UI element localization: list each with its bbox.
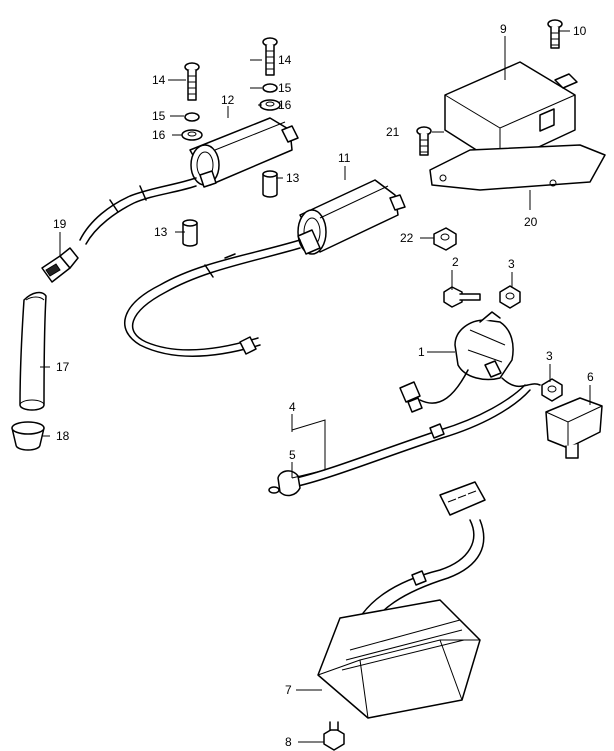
nut-3-lower [541, 378, 563, 402]
cap-6 [545, 397, 603, 459]
ignition-coil-11 [297, 179, 406, 255]
label-9: 9 [500, 22, 507, 36]
spacer-13-upper [262, 170, 278, 198]
label-3-lower: 3 [546, 349, 553, 363]
screw-10 [547, 19, 563, 49]
label-4: 4 [289, 400, 296, 414]
label-2: 2 [452, 255, 459, 269]
label-17: 17 [56, 360, 70, 374]
bolt-2 [443, 286, 481, 308]
label-13-lower: 13 [154, 225, 168, 239]
washer-15-left [184, 112, 200, 122]
label-6: 6 [587, 370, 594, 384]
label-15-right: 15 [278, 81, 292, 95]
coil-cable-upper [79, 177, 197, 241]
label-16-left: 16 [152, 128, 166, 142]
regulator-cable [349, 519, 475, 641]
label-3-upper: 3 [508, 257, 515, 271]
label-20: 20 [524, 215, 538, 229]
bracket-20 [429, 144, 606, 191]
plug-boot-18 [11, 421, 45, 451]
label-5: 5 [289, 448, 296, 462]
plug-cap-19 [41, 247, 79, 283]
screw-21 [416, 126, 432, 156]
plug-hose-17 [19, 291, 47, 411]
bolt-14-right [262, 37, 278, 76]
label-22: 22 [400, 231, 414, 245]
label-12: 12 [221, 93, 235, 107]
terminal-5 [268, 470, 301, 497]
washer-15-right [262, 83, 278, 93]
label-19: 19 [53, 217, 67, 231]
coil-cable-lower [123, 239, 301, 357]
bolt-8 [323, 721, 345, 751]
label-8: 8 [285, 735, 292, 749]
bolt-14-left [184, 62, 200, 101]
label-21: 21 [386, 125, 400, 139]
label-14-right: 14 [278, 53, 292, 67]
label-11: 11 [338, 151, 351, 165]
connector-7 [439, 481, 486, 516]
label-10: 10 [573, 24, 587, 38]
regulator-7 [317, 599, 481, 719]
washer-16-right [259, 99, 281, 111]
label-15-left: 15 [152, 109, 166, 123]
nut-3-upper [499, 285, 521, 309]
label-14-left: 14 [152, 73, 166, 87]
label-1: 1 [418, 345, 425, 359]
label-13-upper: 13 [286, 171, 300, 185]
nut-22 [433, 227, 457, 251]
label-7: 7 [285, 683, 292, 697]
spacer-13-lower [182, 219, 198, 247]
label-16-right: 16 [278, 98, 292, 112]
part-labels: 1 2 3 3 4 5 6 7 8 9 10 11 12 13 13 14 14… [53, 22, 594, 749]
igniter-9 [444, 61, 578, 166]
label-18: 18 [56, 429, 70, 443]
leader-lines [40, 30, 591, 743]
starter-relay-1 [454, 311, 514, 381]
ignition-coil-12 [189, 117, 299, 188]
washer-16-left [181, 129, 203, 141]
